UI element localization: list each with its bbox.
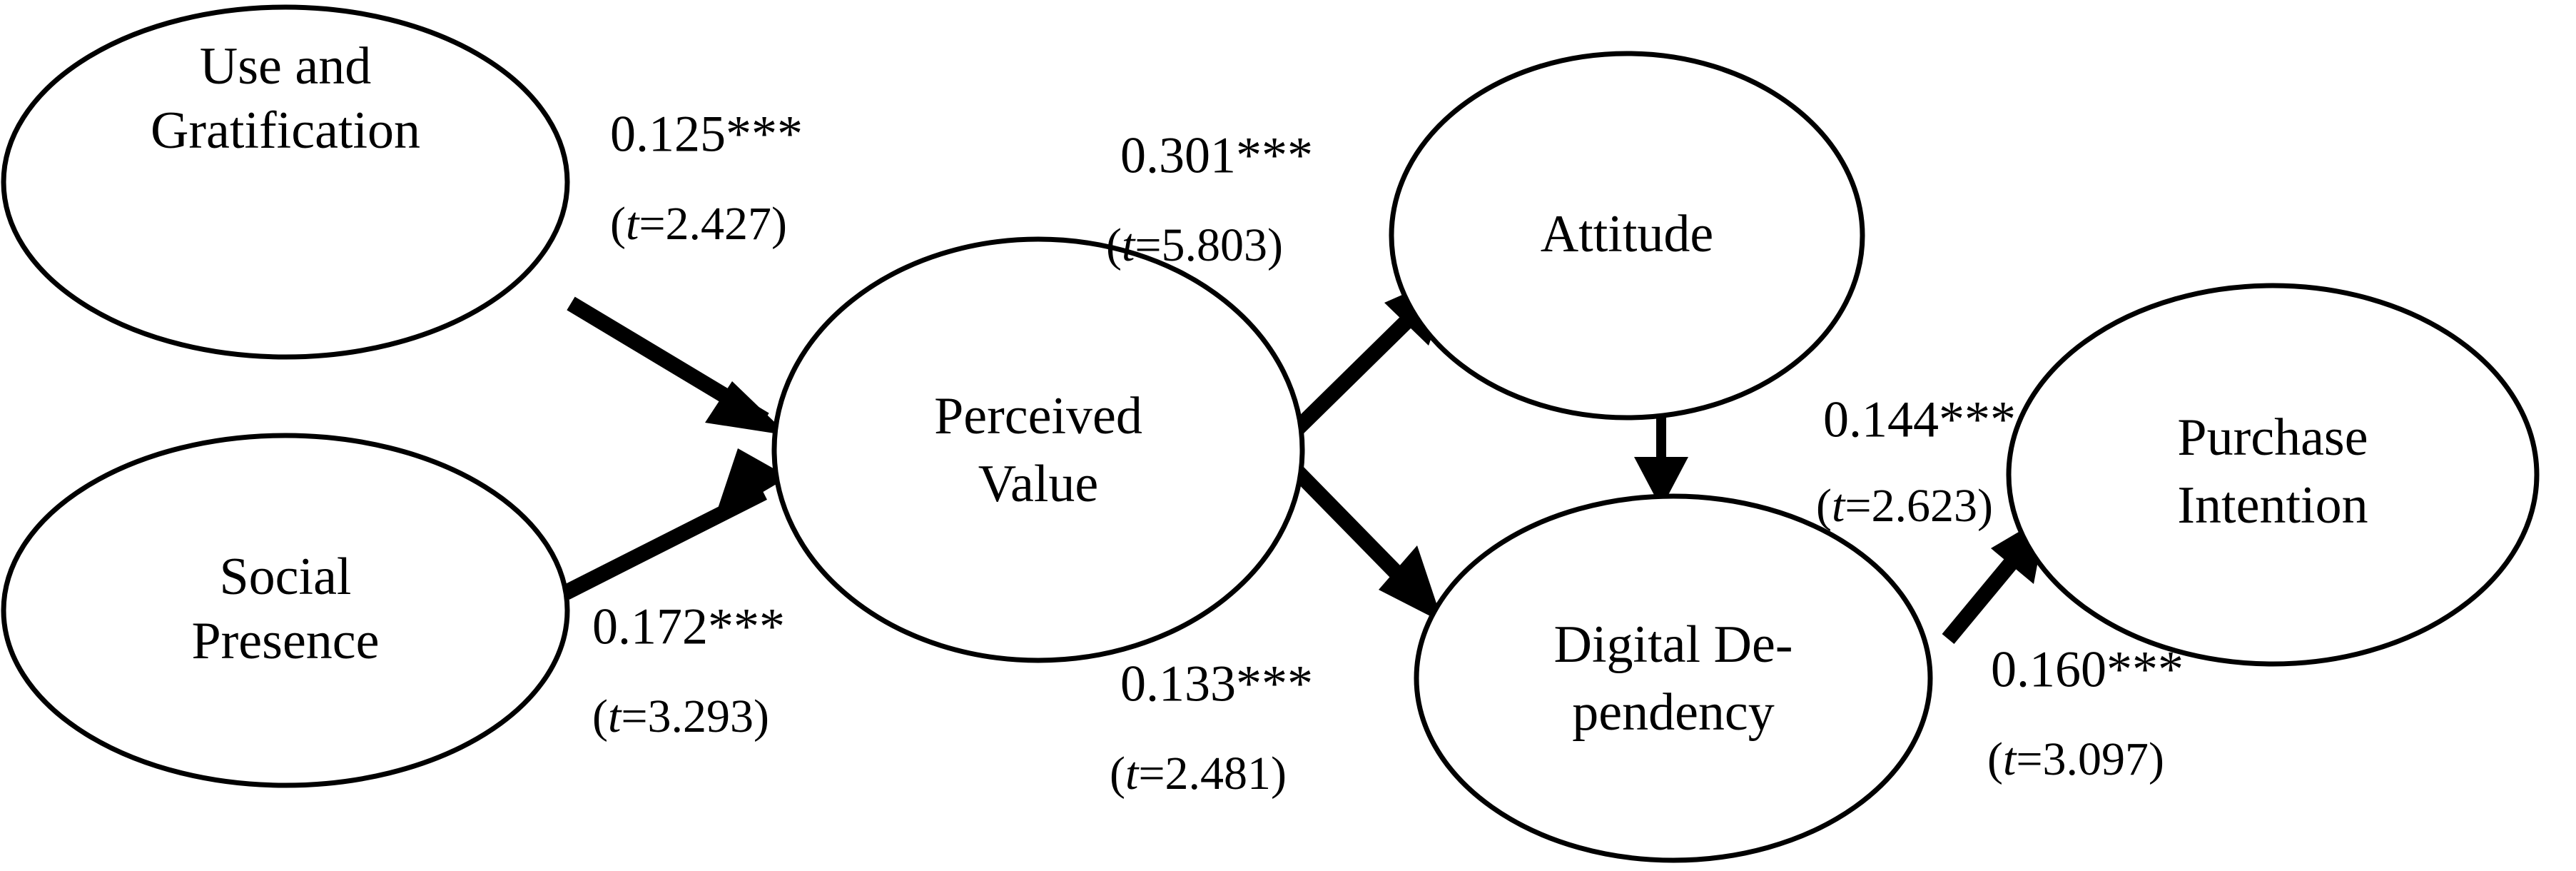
edge-attitude-to-digital-dependency xyxy=(1634,418,1688,508)
arrowhead-attitude-dd xyxy=(1634,457,1688,508)
arrowhead-sp-pv xyxy=(714,448,788,521)
edge-social-presence-to-perceived-value xyxy=(562,448,788,600)
path-label-ug-to-pv: 0.125*** (t=2.427) xyxy=(610,106,803,251)
path-coefficient-pv-dd: 0.133*** xyxy=(1120,655,1313,713)
edge-use-and-gratification-to-perceived-value xyxy=(567,296,788,436)
node-shape-purchase-intention[interactable] xyxy=(2006,283,2540,667)
path-label-digital-dependency-to-purchase-intention: 0.160*** (t=3.097) xyxy=(1987,641,2184,786)
path-tstat-pv-attitude: (t=5.803) xyxy=(1106,219,1283,271)
tstat-symbol-pv-dd: t xyxy=(1125,747,1140,800)
tstat-paren-open-attitude-pi: ( xyxy=(1816,480,1832,532)
tstat-paren-open-dd-pi: ( xyxy=(1987,733,2003,785)
path-label-attitude-to-purchase-intention: 0.144*** (t=2.623) xyxy=(1816,391,2016,533)
node-shape-perceived-value[interactable] xyxy=(771,236,1305,663)
tstat-symbol-dd-pi: t xyxy=(2003,733,2017,785)
path-coefficient-dd-pi: 0.160*** xyxy=(1991,641,2184,698)
node-label-purchase-intention-line1: Purchase xyxy=(2177,408,2368,467)
tstat-value-dd-pi: =3.097) xyxy=(2016,733,2164,785)
path-tstat-ug-pv: (t=2.427) xyxy=(610,198,787,250)
tstat-paren-open-ug-pv: ( xyxy=(610,198,626,250)
tstat-value-sp-pv: =3.293) xyxy=(621,690,769,742)
tstat-paren-open-sp-pv: ( xyxy=(592,690,608,742)
node-social-presence[interactable]: Social Presence xyxy=(1,433,570,788)
path-tstat-pv-dd: (t=2.481) xyxy=(1110,747,1287,800)
node-label-perceived-value-line2: Value xyxy=(978,455,1099,513)
node-label-purchase-intention-line2: Intention xyxy=(2177,476,2368,535)
tstat-value-pv-dd: =2.481) xyxy=(1138,747,1287,800)
node-label-attitude-line1: Attitude xyxy=(1541,205,1714,263)
path-coefficient-ug-pv: 0.125*** xyxy=(610,106,803,163)
tstat-value-attitude-pi: =2.623) xyxy=(1845,480,1993,532)
node-shape-use-and-gratification[interactable] xyxy=(1,4,570,360)
node-label-use-and-gratification-line1: Use and xyxy=(200,37,371,96)
path-label-pv-to-digital-dependency: 0.133*** (t=2.481) xyxy=(1110,655,1313,800)
path-label-sp-to-pv: 0.172*** (t=3.293) xyxy=(592,598,785,743)
tstat-symbol-attitude-pi: t xyxy=(1832,480,1846,532)
node-use-and-gratification[interactable]: Use and Gratification xyxy=(1,4,570,360)
node-shape-digital-dependency[interactable] xyxy=(1414,493,1933,863)
tstat-value-ug-pv: =2.427) xyxy=(639,198,787,250)
node-label-use-and-gratification-line2: Gratification xyxy=(151,101,420,160)
tstat-symbol-sp-pv: t xyxy=(608,690,622,742)
node-label-perceived-value-line1: Perceived xyxy=(934,387,1142,445)
node-digital-dependency[interactable]: Digital De- pendency xyxy=(1414,493,1933,863)
arrowhead-pv-dd xyxy=(1379,545,1443,623)
node-attitude[interactable]: Attitude xyxy=(1389,51,1865,421)
node-label-social-presence-line1: Social xyxy=(220,548,352,606)
path-tstat-attitude-pi: (t=2.623) xyxy=(1816,480,1993,532)
node-label-digital-dependency-line1: Digital De- xyxy=(1554,615,1793,674)
node-shape-social-presence[interactable] xyxy=(1,433,570,788)
node-perceived-value[interactable]: Perceived Value xyxy=(771,236,1305,663)
tstat-paren-open-pv-attitude: ( xyxy=(1106,219,1122,271)
path-tstat-sp-pv: (t=3.293) xyxy=(592,690,769,742)
arrowhead-ug-pv xyxy=(705,381,788,436)
node-purchase-intention[interactable]: Purchase Intention xyxy=(2006,283,2540,667)
tstat-symbol-ug-pv: t xyxy=(626,198,640,250)
path-coefficient-sp-pv: 0.172*** xyxy=(592,598,785,655)
node-shape-attitude[interactable] xyxy=(1389,51,1865,421)
path-coefficient-attitude-pi: 0.144*** xyxy=(1823,391,2016,448)
tstat-paren-open-pv-dd: ( xyxy=(1110,747,1125,800)
node-label-digital-dependency-line2: pendency xyxy=(1572,683,1775,742)
tstat-value-pv-attitude: =5.803) xyxy=(1135,219,1283,271)
path-coefficient-pv-attitude: 0.301*** xyxy=(1120,127,1313,184)
node-label-social-presence-line2: Presence xyxy=(192,612,380,670)
path-label-pv-to-attitude: 0.301*** (t=5.803) xyxy=(1106,127,1313,272)
tstat-symbol-pv-attitude: t xyxy=(1122,219,1136,271)
path-tstat-dd-pi: (t=3.097) xyxy=(1987,733,2164,785)
